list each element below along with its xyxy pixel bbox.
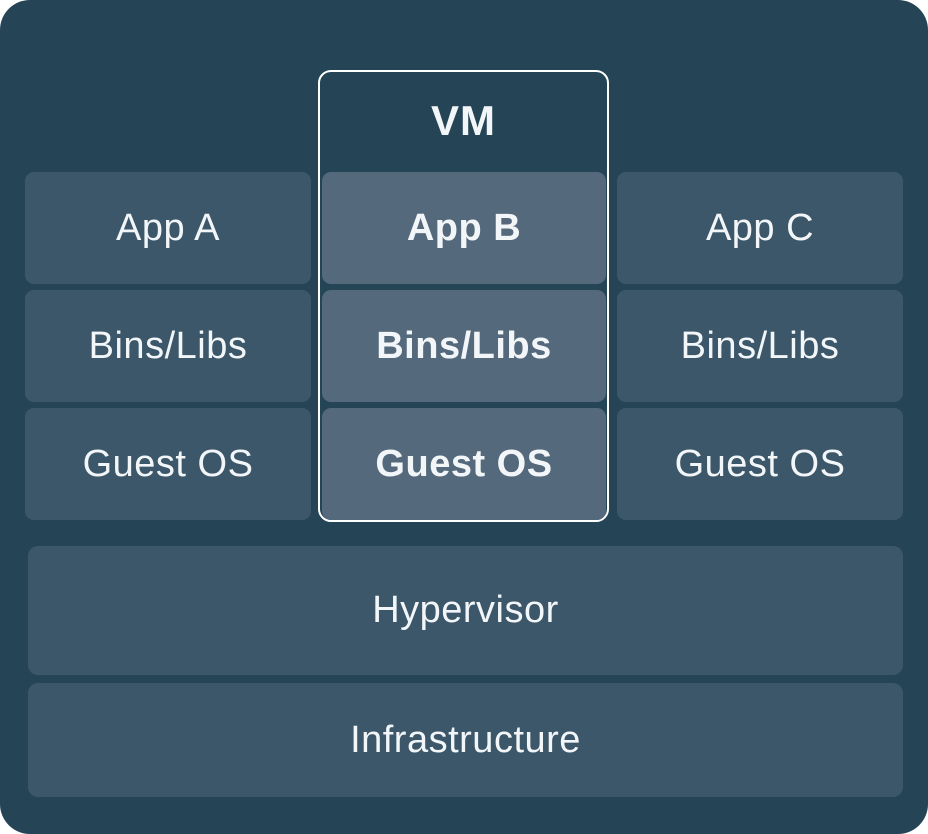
vm-frame xyxy=(318,70,609,522)
cell-bins-libs-vm: Bins/Libs xyxy=(322,290,606,402)
cell-app-b: App B xyxy=(322,172,606,284)
layer-hypervisor: Hypervisor xyxy=(28,546,903,675)
cell-app-c: App C xyxy=(617,172,903,284)
cell-bins-libs-right: Bins/Libs xyxy=(617,290,903,402)
vm-label: VM xyxy=(431,97,496,144)
cell-app-a: App A xyxy=(25,172,311,284)
layer-infrastructure: Infrastructure xyxy=(28,683,903,797)
cell-guest-os-right: Guest OS xyxy=(617,408,903,520)
cell-guest-os-left: Guest OS xyxy=(25,408,311,520)
cell-bins-libs-left: Bins/Libs xyxy=(25,290,311,402)
cell-guest-os-vm: Guest OS xyxy=(322,408,606,520)
